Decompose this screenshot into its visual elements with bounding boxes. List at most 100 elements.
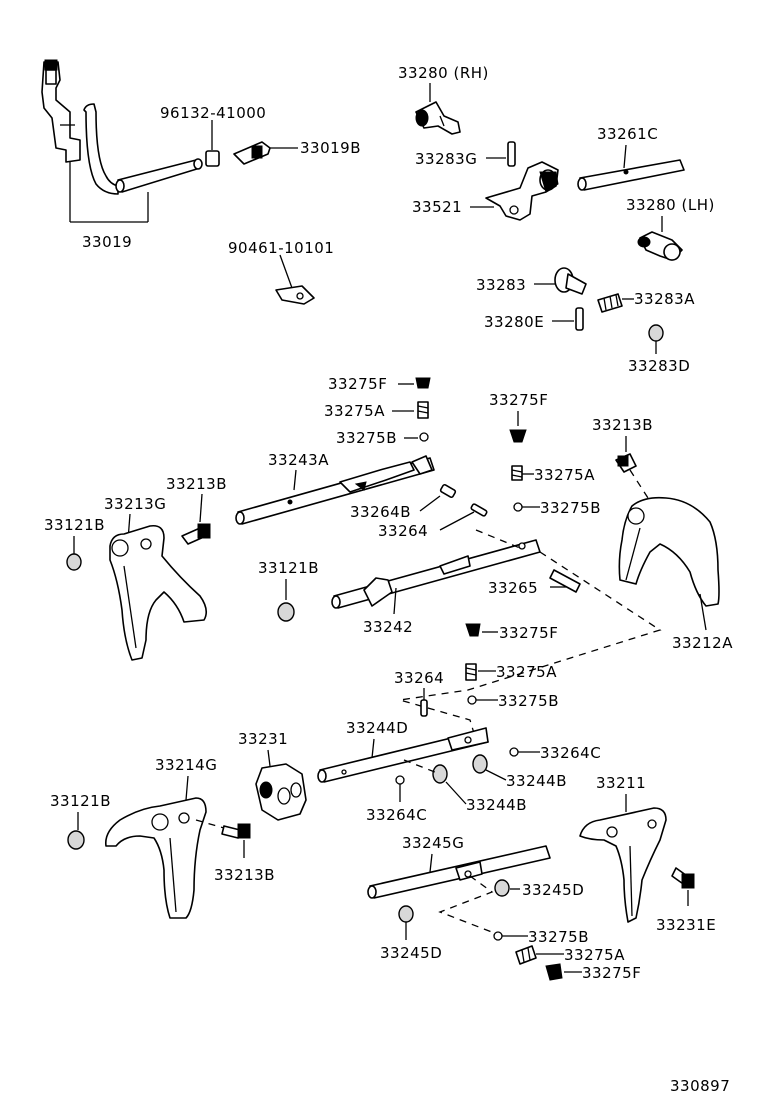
label-33121b-3: 33121B [50, 792, 111, 810]
part-33521 [470, 161, 559, 221]
part-33213b-2 [181, 493, 211, 545]
part-33245g [367, 845, 551, 899]
part-33264b [419, 483, 457, 512]
label-33275a-1: 33275A [324, 402, 385, 420]
part-33264c-2 [395, 775, 405, 802]
part-33280-lh [637, 216, 683, 261]
part-33275f-1 [398, 377, 431, 389]
label-33121b-2: 33121B [258, 559, 319, 577]
part-33280-rh [415, 83, 461, 135]
label-96132-41000: 96132-41000 [160, 104, 266, 122]
label-33275f-2: 33275F [489, 391, 548, 409]
label-33231: 33231 [238, 730, 288, 748]
label-33245d-2: 33245D [380, 944, 442, 962]
label-33265: 33265 [488, 579, 538, 597]
label-33213b-3: 33213B [214, 866, 275, 884]
label-33264b: 33264B [350, 503, 411, 521]
label-33264c-1: 33264C [540, 744, 601, 762]
label-33283a: 33283A [634, 290, 695, 308]
part-33213b-3 [195, 819, 251, 858]
label-90461-10101: 90461-10101 [228, 239, 334, 257]
label-33244d: 33244D [346, 719, 408, 737]
part-33280e [552, 307, 584, 331]
label-33261c: 33261C [597, 125, 658, 143]
label-33245d-1: 33245D [522, 881, 584, 899]
dashed-guide-lower-2 [438, 875, 503, 937]
label-33244b-2: 33244B [466, 796, 527, 814]
part-33275a-3 [465, 663, 496, 681]
label-33242: 33242 [363, 618, 413, 636]
part-33231 [255, 749, 307, 821]
dashed-guides-upper [399, 469, 662, 741]
label-33275b-2: 33275B [540, 499, 601, 517]
part-33244d [317, 727, 489, 783]
label-33244b-1: 33244B [506, 772, 567, 790]
part-33213g [109, 513, 208, 661]
label-33275f-3: 33275F [499, 624, 558, 642]
label-33280-lh: 33280 (LH) [626, 196, 715, 214]
label-33275b-1: 33275B [336, 429, 397, 447]
part-33245d-1 [494, 879, 520, 897]
part-33019-assembly [41, 59, 203, 223]
label-33212a: 33212A [672, 634, 733, 652]
part-33275b-2 [513, 502, 540, 512]
part-33275f-3 [465, 623, 498, 637]
label-33121b-1: 33121B [44, 516, 105, 534]
label-33213b-1: 33213B [592, 416, 653, 434]
part-33283g [486, 141, 516, 167]
part-33261c [577, 144, 685, 191]
part-33283d [648, 324, 664, 354]
label-33264-2: 33264 [394, 669, 444, 687]
label-33213b-2: 33213B [166, 475, 227, 493]
label-33245g: 33245G [402, 834, 464, 852]
label-33231e: 33231E [656, 916, 716, 934]
label-33243a: 33243A [268, 451, 329, 469]
part-33242 [331, 539, 541, 615]
part-33275a-4 [515, 945, 564, 965]
label-33214g: 33214G [155, 756, 217, 774]
part-33275b-4 [493, 931, 528, 941]
part-33213b-1 [615, 436, 637, 473]
label-33275f-1: 33275F [328, 375, 387, 393]
part-33264c-1 [509, 747, 540, 757]
part-90461-10101 [275, 254, 315, 305]
label-33280e: 33280E [484, 313, 544, 331]
part-33214g [104, 775, 207, 919]
part-33283a [597, 293, 634, 313]
label-33275b-3: 33275B [498, 692, 559, 710]
label-33211: 33211 [596, 774, 646, 792]
part-33121b-2 [277, 579, 295, 622]
label-33275b-4: 33275B [528, 928, 589, 946]
figure-code: 330897 [670, 1077, 730, 1095]
label-33283g: 33283G [415, 150, 477, 168]
part-33244b-1 [472, 754, 507, 781]
part-33121b-1 [66, 536, 82, 571]
label-33280-rh: 33280 (RH) [398, 64, 489, 82]
part-33275b-3 [467, 695, 498, 705]
part-33231e [671, 867, 695, 906]
dashed-guide-lower-1 [403, 759, 441, 775]
label-33019: 33019 [82, 233, 132, 251]
label-33283: 33283 [476, 276, 526, 294]
part-33019b [233, 141, 298, 165]
label-33275a-2: 33275A [534, 466, 595, 484]
part-33275a-1 [392, 401, 429, 419]
part-33121b-3 [67, 812, 85, 850]
label-33213g: 33213G [104, 495, 166, 513]
part-33275f-2 [509, 411, 527, 443]
label-33019b: 33019B [300, 139, 361, 157]
label-33283d: 33283D [628, 357, 690, 375]
part-33243a [235, 455, 435, 525]
part-33244b-2 [432, 764, 467, 805]
part-33275a-2 [511, 465, 534, 481]
label-33264-1: 33264 [378, 522, 428, 540]
label-33275f-4: 33275F [582, 964, 641, 982]
label-33275a-4: 33275A [564, 946, 625, 964]
part-33275f-4 [545, 963, 582, 981]
label-33275a-3: 33275A [496, 663, 557, 681]
part-33265 [549, 569, 581, 593]
part-33211 [579, 794, 667, 923]
part-33212a [618, 496, 720, 631]
part-33275b-1 [404, 432, 429, 442]
